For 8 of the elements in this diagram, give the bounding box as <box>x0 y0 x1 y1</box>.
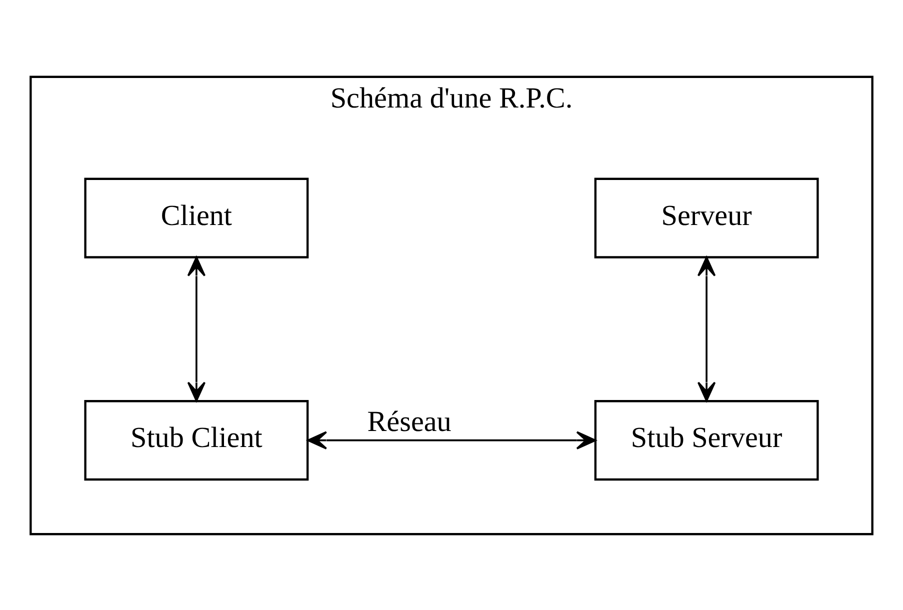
edge-label: Réseau <box>367 405 452 438</box>
node-box: Serveur <box>594 177 819 258</box>
arrow <box>187 256 206 402</box>
arrow <box>307 430 596 449</box>
node-box: Stub Serveur <box>594 400 819 480</box>
node-box: Stub Client <box>84 400 309 480</box>
arrow <box>697 256 716 402</box>
node-box: Client <box>84 177 309 258</box>
